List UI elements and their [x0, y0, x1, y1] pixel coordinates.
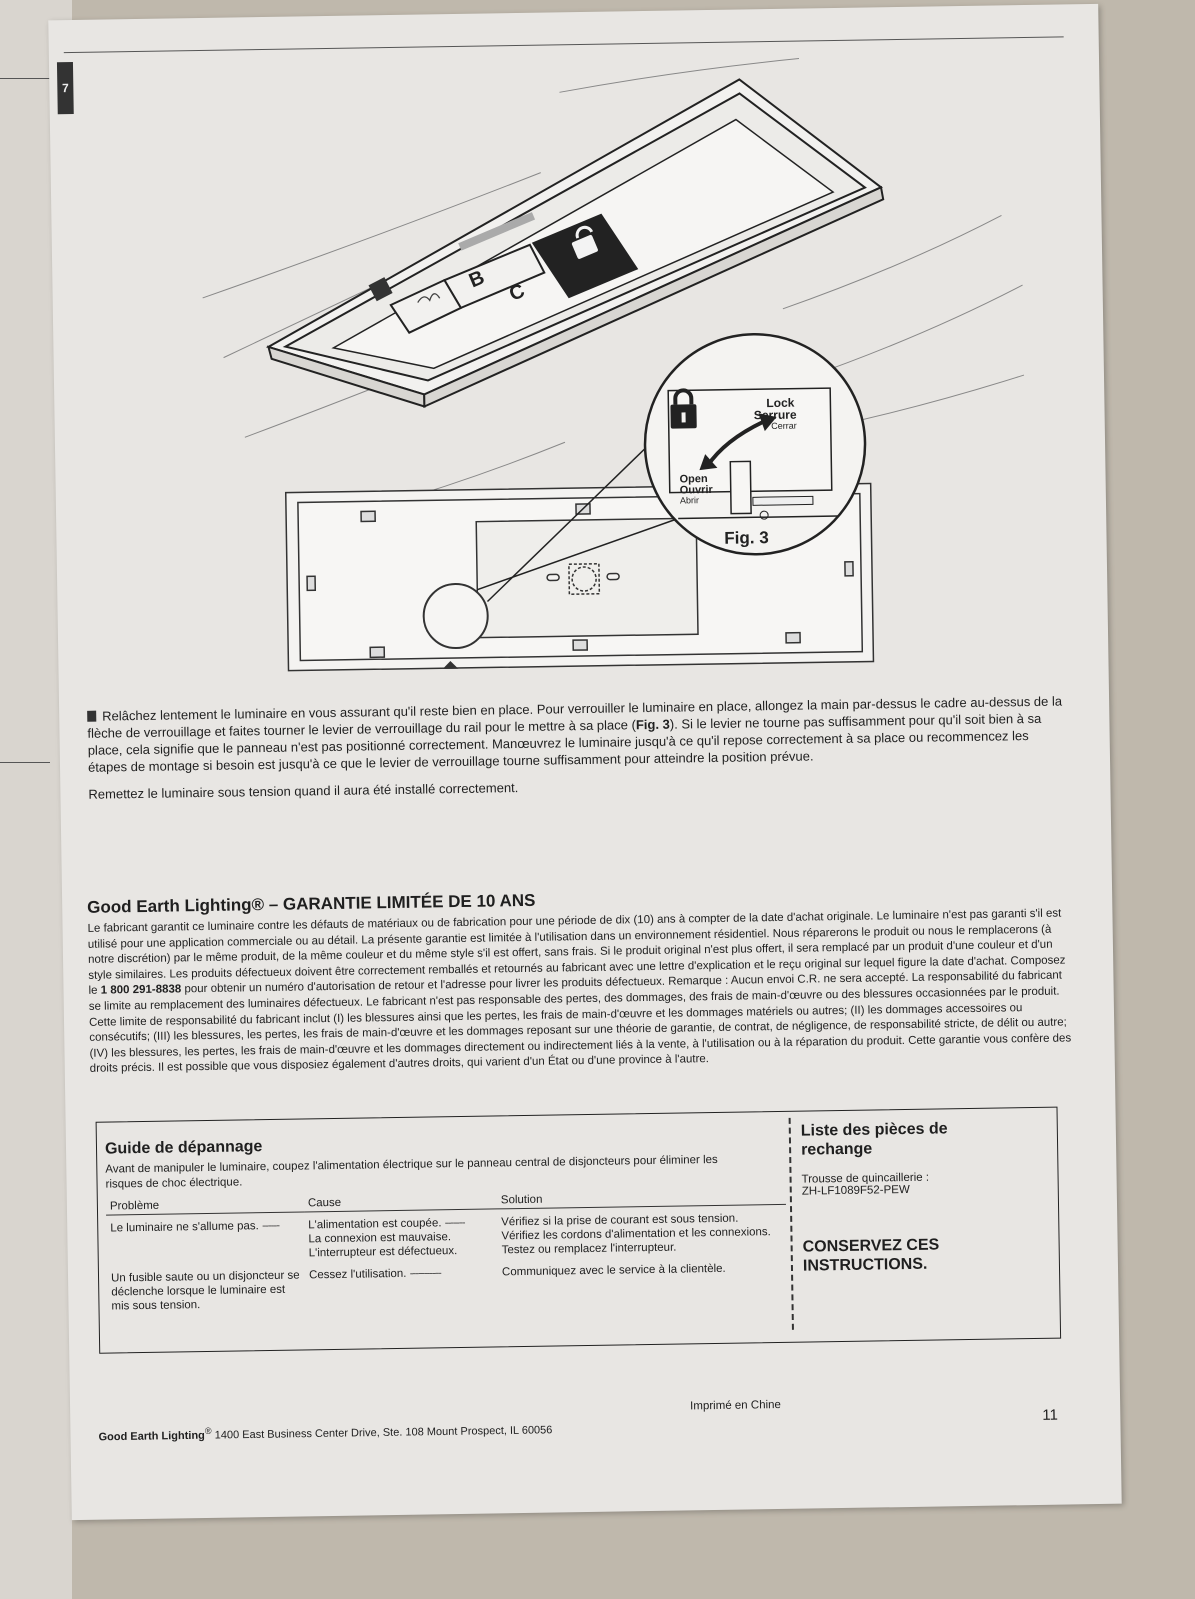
problem-text: Le luminaire ne s'allume pas.	[110, 1220, 259, 1235]
troubleshooting-guide: Guide de dépannage Avant de manipuler le…	[105, 1130, 788, 1316]
problem-cell: Le luminaire ne s'allume pas. ------	[110, 1219, 280, 1235]
cause-cell: L'alimentation est coupée. ------- La co…	[308, 1216, 465, 1260]
open-en-label: Open	[679, 473, 708, 485]
footer-brand: Good Earth Lighting	[98, 1429, 205, 1444]
step-number-tab: 7	[56, 61, 74, 115]
dashed-divider	[788, 1117, 794, 1330]
troubleshooting-box: Guide de dépannage Avant de manipuler le…	[95, 1106, 1062, 1354]
manual-page: 7	[48, 3, 1122, 1521]
cause-cell: Cessez l'utilisation. -----------	[308, 1267, 441, 1282]
troubleshooting-table: Problème Cause Solution Le luminaire ne …	[105, 1187, 788, 1316]
cause-text: Cessez l'utilisation.	[308, 1267, 407, 1282]
keep-instructions-note: CONSERVEZ CES INSTRUCTIONS.	[802, 1236, 940, 1275]
page-number: 11	[1042, 1406, 1059, 1424]
installation-illustration: B C	[179, 44, 1069, 698]
open-es-label: Abrir	[680, 495, 699, 505]
printed-in: Imprimé en Chine	[690, 1399, 781, 1413]
replacement-parts: Liste des pièces de rechange Trousse de …	[801, 1118, 1043, 1276]
solution-cell: Vérifiez si la prise de courant est sous…	[497, 1204, 787, 1259]
warranty-phone: 1 800 291-8838	[100, 983, 182, 998]
lock-es-label: Cerrar	[771, 421, 797, 431]
fig-reference: Fig. 3	[635, 716, 670, 733]
fixture-drawing: B C	[202, 58, 1025, 672]
open-fr-label: Ouvrir	[680, 484, 714, 497]
warranty-section: Good Earth Lighting® – GARANTIE LIMITÉE …	[87, 882, 1075, 1077]
solution-text: Communiquez avec le service à la clientè…	[501, 1262, 726, 1279]
problem-text: Un fusible saute ou un disjoncteur se dé…	[110, 1269, 300, 1313]
cause-text: L'interrupteur est défectueux.	[308, 1245, 458, 1260]
warranty-text-2: pour obtenir un numéro d'autorisation de…	[88, 969, 1072, 1076]
footer-address: Good Earth Lighting® 1400 East Business …	[98, 1424, 553, 1444]
solution-text: Vérifiez si la prise de courant est sous…	[501, 1212, 739, 1229]
troubleshooting-intro: Avant de manipuler le luminaire, coupez …	[105, 1153, 718, 1191]
cause-text: La connexion est mauvaise.	[308, 1231, 452, 1246]
problem-cell: Un fusible saute ou un disjoncteur se dé…	[107, 1262, 306, 1315]
parts-title: Liste des pièces de rechange	[800, 1120, 948, 1159]
step-paragraph-1: Relâchez lentement le luminaire en vous …	[87, 692, 1068, 775]
hardware-kit-code: ZH-LF1089F52-PEW	[801, 1183, 910, 1198]
step-instructions: Relâchez lentement le luminaire en vous …	[87, 692, 1069, 812]
solution-text: Testez ou remplacez l'interrupteur.	[501, 1241, 677, 1257]
warranty-body: Le fabricant garantit ce luminaire contr…	[87, 906, 1074, 1077]
cause-text: L'alimentation est coupée.	[308, 1217, 442, 1232]
solution-cell: Communiquez avec le service à la clientè…	[498, 1255, 788, 1310]
lock-en-label: Lock	[766, 396, 795, 410]
solution-text: Vérifiez les cordons d'alimentation et l…	[501, 1226, 771, 1243]
figure-caption: Fig. 3	[724, 528, 769, 548]
table-row: Un fusible saute ou un disjoncteur se dé…	[107, 1255, 788, 1316]
step-paragraph-2: Remettez le luminaire sous tension quand…	[88, 780, 519, 802]
footer-address-text: 1400 East Business Center Drive, Ste. 10…	[214, 1424, 553, 1442]
step-bullet-icon	[87, 710, 97, 722]
